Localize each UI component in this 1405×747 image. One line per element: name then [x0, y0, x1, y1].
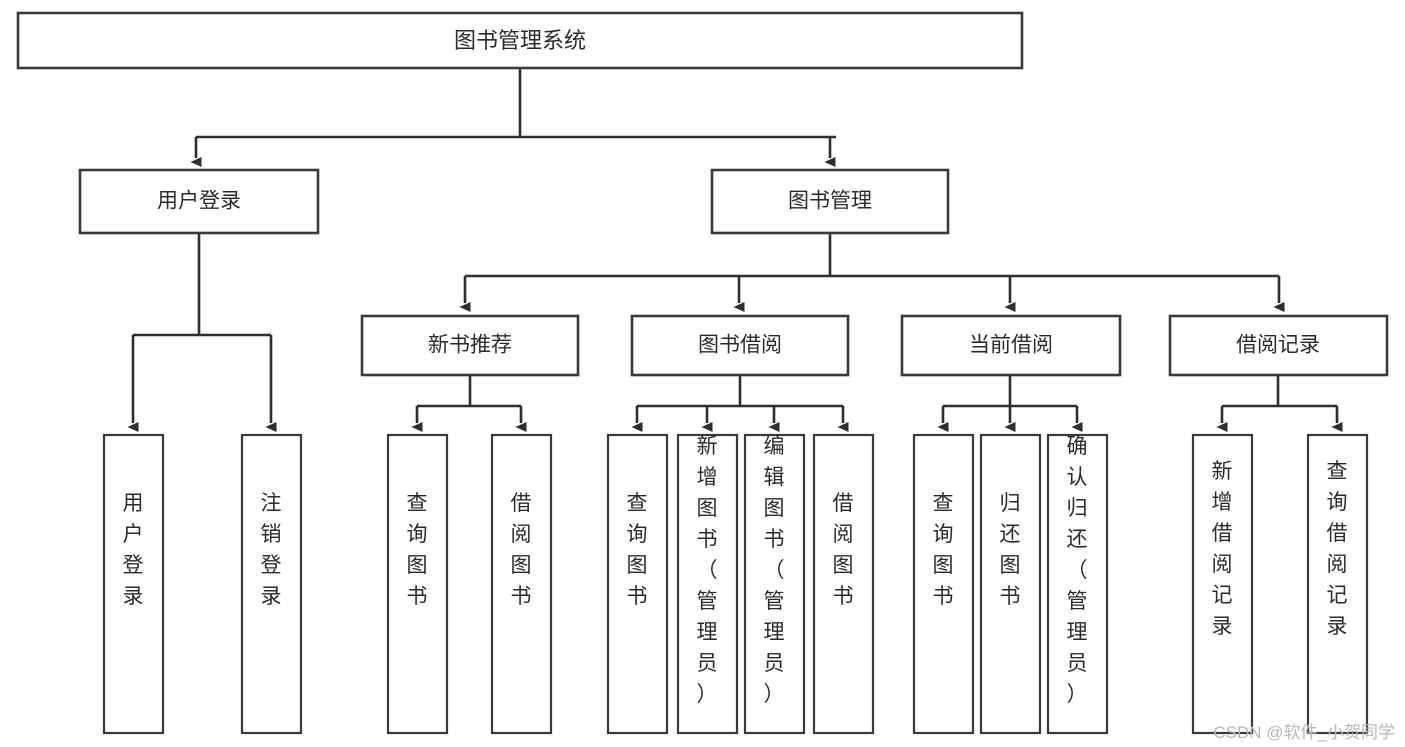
leaf-confirm-return-admin-label: 确认归还（管理员）: [1067, 435, 1088, 706]
leaf-borrow-book-newbook-label: 借阅图书: [511, 492, 532, 608]
leaf-query-book-borrow-label: 查询图书: [627, 492, 648, 608]
node-user-login[interactable]: 用户登录: [78, 168, 320, 235]
node-borrow-record-label: 借阅记录: [1236, 334, 1320, 357]
node-new-book-recommend-label: 新书推荐: [428, 334, 512, 357]
leaf-borrow-book-borrow-label: 借阅图书: [833, 492, 854, 608]
node-book-borrow[interactable]: 图书借阅: [630, 314, 850, 377]
leaf-borrow-book-newbook[interactable]: 借阅图书: [490, 433, 553, 735]
connector-userlogin-to-leaves: [127, 233, 277, 432]
node-borrow-record[interactable]: 借阅记录: [1168, 314, 1389, 377]
leaf-edit-book-admin-label: 编辑图书（管理员）: [764, 435, 785, 706]
leaf-query-book-borrow[interactable]: 查询图书: [606, 433, 669, 735]
leaf-query-book-current[interactable]: 查询图书: [912, 433, 975, 735]
connector-root-to-level2: [190, 68, 836, 167]
leaf-add-borrow-record-label: 新增借阅记录: [1212, 460, 1233, 638]
leaf-query-book-current-label: 查询图书: [933, 492, 954, 608]
leaf-add-book-admin-label: 新增图书（管理员）: [697, 435, 718, 706]
leaf-add-book-admin[interactable]: 新增图书（管理员）: [676, 433, 739, 735]
leaf-query-borrow-record[interactable]: 查询借阅记录: [1306, 433, 1369, 735]
node-current-borrow[interactable]: 当前借阅: [900, 314, 1122, 377]
leaf-return-book-label: 归还图书: [1000, 492, 1021, 608]
connector-bookmgmt-to-level3: [459, 233, 1285, 312]
leaf-query-borrow-record-label: 查询借阅记录: [1327, 460, 1348, 638]
leaf-return-book[interactable]: 归还图书: [979, 433, 1042, 735]
node-book-management[interactable]: 图书管理: [710, 168, 950, 235]
leaf-user-login[interactable]: 用户登录: [102, 433, 165, 735]
node-root[interactable]: 图书管理系统: [16, 11, 1024, 70]
node-book-management-label: 图书管理: [788, 190, 872, 213]
node-user-login-label: 用户登录: [157, 190, 241, 213]
leaf-logout-login[interactable]: 注销登录: [240, 433, 303, 735]
csdn-watermark: CSDN @软件_小贺同学: [1213, 723, 1395, 742]
connector-borrowbook-to-leaves: [631, 375, 849, 432]
leaf-add-borrow-record[interactable]: 新增借阅记录: [1191, 433, 1254, 735]
leaf-logout-login-label: 注销登录: [261, 492, 282, 608]
leaf-borrow-book-borrow[interactable]: 借阅图书: [812, 433, 875, 735]
node-current-borrow-label: 当前借阅: [969, 334, 1053, 357]
leaf-confirm-return-admin[interactable]: 确认归还（管理员）: [1046, 433, 1109, 735]
leaf-query-book-newbook-label: 查询图书: [407, 492, 428, 608]
node-book-borrow-label: 图书借阅: [698, 334, 782, 357]
node-new-book-recommend[interactable]: 新书推荐: [360, 314, 580, 377]
node-root-label: 图书管理系统: [454, 28, 586, 53]
connector-borrowrecord-to-leaves: [1216, 375, 1343, 432]
leaf-user-login-label: 用户登录: [123, 492, 144, 608]
leaf-query-book-newbook[interactable]: 查询图书: [386, 433, 449, 735]
connector-newbook-to-leaves: [411, 375, 527, 432]
leaf-edit-book-admin[interactable]: 编辑图书（管理员）: [743, 433, 806, 735]
connector-currentborrow-to-leaves: [937, 375, 1083, 432]
